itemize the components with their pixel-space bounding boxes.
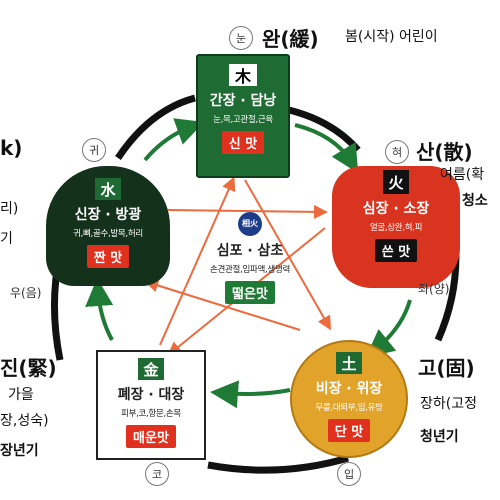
sense-earth: 입: [337, 462, 361, 486]
top-rest: 봄(시작) 어린이: [345, 29, 438, 45]
left-title: k): [0, 136, 23, 160]
water-char: 水: [95, 178, 121, 200]
water-detail: 귀,뼈,골수,발목,허리: [73, 229, 143, 239]
bottom-left-title: 진(緊): [0, 356, 57, 380]
sense-fire: 혀: [385, 140, 409, 164]
sense-water: 귀: [82, 138, 106, 162]
water-organ: 신장 · 방광: [74, 207, 142, 223]
fire-detail: 얼굴,상완,혀,피: [369, 223, 423, 233]
center-taste: 떫은맛: [225, 281, 275, 304]
center-organ: 심포 · 삼초: [216, 243, 284, 259]
bottom-right-title: 고(固): [418, 356, 475, 380]
control-water-fire: [167, 204, 328, 219]
yin-label: 우(음): [10, 286, 42, 300]
control-metal-wood: [159, 176, 236, 346]
arrow-wood-fire: [294, 123, 359, 174]
wood-card: 木 간장 · 담낭 눈,목,고관절,근육 신 맛: [196, 54, 290, 178]
metal-char: 金: [138, 358, 164, 380]
earth-card: 土 비장 · 위장 무릎,대퇴부,입,유방 단 맛: [290, 340, 408, 458]
bottom-left-detail: 장,성숙): [0, 413, 49, 429]
wood-taste: 신 맛: [221, 131, 265, 154]
sense-wood: 눈: [229, 26, 253, 50]
center-card: 相火 심포 · 삼초 손견관절,임파액,생명력 떫은맛: [190, 212, 310, 320]
fire-card: 火 심장 · 소장 얼굴,상완,혀,피 쓴 맛: [332, 166, 460, 288]
bottom-left-stage: 장년기: [0, 443, 39, 459]
metal-detail: 피부,코,항문,손목: [121, 409, 181, 419]
top-title: 완(緩): [262, 27, 319, 51]
arrow-fire-earth: [365, 299, 412, 358]
earth-detail: 무릎,대퇴부,입,유방: [315, 403, 383, 413]
fire-organ: 심장 · 소장: [362, 201, 430, 217]
wood-detail: 눈,목,고관절,근육: [213, 115, 273, 125]
control-wood-earth: [244, 179, 331, 331]
metal-card: 金 폐장 · 대장 피부,코,항문,손목 매운맛: [96, 350, 206, 460]
water-taste: 짠 맛: [86, 245, 130, 268]
fire-taste: 쓴 맛: [374, 239, 418, 262]
center-detail: 손견관절,임파액,생명력: [209, 265, 290, 275]
right-stage: 청소: [462, 193, 488, 209]
ring-earth-metal: [207, 454, 349, 474]
bottom-right-season: 장하(고정: [420, 396, 477, 412]
yang-label: 좌(양): [418, 282, 450, 296]
center-badge: 相火: [238, 212, 262, 236]
wood-organ: 간장 · 담낭: [209, 93, 277, 109]
bottom-right-stage: 청년기: [420, 429, 459, 445]
earth-organ: 비장 · 위장: [315, 381, 383, 397]
fire-char: 火: [383, 170, 409, 194]
wood-char: 木: [229, 64, 257, 86]
metal-organ: 폐장 · 대장: [117, 387, 185, 403]
ring-water-wood: [115, 94, 196, 160]
ring-wood-fire: [279, 104, 361, 153]
right-season: 여름(확: [440, 167, 485, 183]
left-season: 리): [0, 201, 19, 217]
sense-metal: 코: [145, 462, 169, 486]
earth-char: 土: [336, 352, 362, 374]
left-stage: 기: [0, 231, 13, 247]
arrow-metal-water: [85, 278, 114, 341]
right-title: 산(散): [416, 140, 473, 164]
metal-taste: 매운맛: [126, 425, 176, 448]
water-card: 水 신장 · 방광 귀,뼈,골수,발목,허리 짠 맛: [46, 166, 170, 286]
arrow-water-wood: [143, 118, 205, 162]
arrow-earth-metal: [210, 380, 291, 409]
bottom-left-season: 가을: [8, 387, 34, 403]
earth-taste: 단 맛: [327, 419, 371, 442]
control-earth-water: [144, 278, 301, 331]
